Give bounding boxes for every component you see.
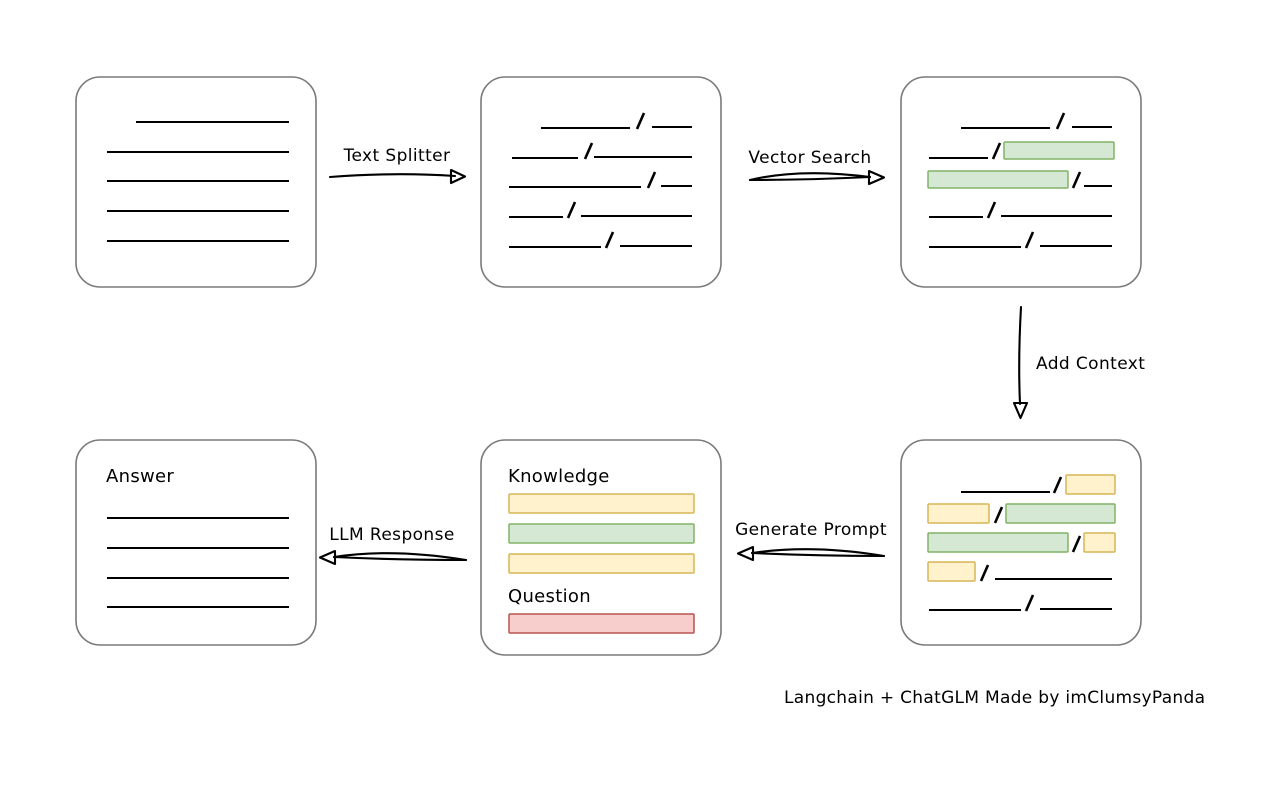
- edge-generate-prompt-arrowhead: [736, 545, 755, 562]
- edge-llm-response-line: [332, 552, 468, 562]
- matched-chunk-green: [927, 170, 1069, 189]
- knowledge-chunk-green: [508, 523, 695, 544]
- edge-add-context-label: Add Context: [1036, 354, 1145, 374]
- edge-add-context[interactable]: Add Context: [1012, 305, 1145, 420]
- node-source-document[interactable]: [75, 76, 317, 288]
- slash-separator: [1024, 231, 1035, 249]
- slash-separator: [1024, 594, 1035, 612]
- edge-llm-response-line-2: [332, 555, 468, 562]
- context-chunk-yellow: [927, 503, 990, 524]
- question-label: Question: [508, 586, 591, 607]
- context-chunk-yellow: [927, 561, 976, 582]
- node-answer-box[interactable]: Answer: [75, 439, 317, 646]
- knowledge-chunk-yellow: [508, 493, 695, 514]
- knowledge-chunk-yellow: [508, 553, 695, 574]
- edge-generate-prompt-label: Generate Prompt: [735, 520, 887, 540]
- edge-llm-response-label: LLM Response: [329, 525, 454, 545]
- edge-add-context-line: [1018, 305, 1023, 406]
- edge-text-splitter-line: [328, 173, 457, 179]
- slash-separator: [635, 112, 646, 130]
- edge-vector-search-line: [748, 172, 872, 182]
- node-context-document[interactable]: [900, 439, 1142, 646]
- knowledge-label: Knowledge: [508, 466, 610, 487]
- context-chunk-green: [927, 532, 1069, 553]
- context-chunk-yellow: [1065, 474, 1116, 495]
- question-chunk-red: [508, 613, 695, 634]
- slash-separator: [566, 201, 577, 219]
- edge-llm-response[interactable]: LLM Response: [318, 525, 468, 566]
- edge-text-splitter-label: Text Splitter: [343, 146, 451, 166]
- context-chunk-green: [1005, 503, 1116, 524]
- edge-add-context-arrowhead: [1012, 401, 1029, 420]
- slash-separator: [993, 506, 1004, 524]
- slash-separator: [1052, 476, 1063, 494]
- slash-separator: [1071, 535, 1082, 553]
- slash-separator: [604, 231, 615, 249]
- slash-separator: [979, 564, 990, 582]
- answer-title: Answer: [106, 466, 174, 487]
- edge-text-splitter-arrowhead: [449, 168, 467, 185]
- edge-vector-search-line-2: [748, 175, 872, 182]
- edge-vector-search[interactable]: Vector Search: [748, 148, 886, 186]
- edge-vector-search-arrowhead: [867, 169, 886, 186]
- node-matched-document[interactable]: [900, 76, 1142, 288]
- matched-chunk-green: [1003, 141, 1115, 160]
- answer-box-frame: [75, 439, 317, 646]
- split-document-frame: [480, 76, 722, 288]
- context-chunk-yellow: [1083, 532, 1116, 553]
- slash-separator: [986, 201, 997, 219]
- slash-separator: [583, 142, 594, 160]
- node-split-document[interactable]: [480, 76, 722, 288]
- edge-text-splitter[interactable]: Text Splitter: [328, 146, 467, 185]
- slash-separator: [991, 142, 1002, 160]
- edge-generate-prompt-line-2: [750, 551, 886, 558]
- slash-separator: [646, 171, 657, 189]
- slash-separator: [1055, 112, 1066, 130]
- edge-generate-prompt-line: [750, 548, 886, 558]
- edge-vector-search-label: Vector Search: [748, 148, 871, 168]
- slash-separator: [1071, 171, 1082, 189]
- edge-llm-response-arrowhead: [318, 549, 337, 566]
- edge-generate-prompt[interactable]: Generate Prompt: [735, 520, 887, 562]
- node-prompt-box[interactable]: Knowledge Question: [480, 439, 722, 656]
- footer-credit: Langchain + ChatGLM Made by imClumsyPand…: [784, 688, 1205, 708]
